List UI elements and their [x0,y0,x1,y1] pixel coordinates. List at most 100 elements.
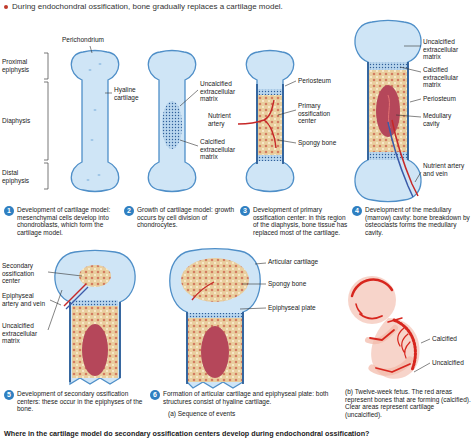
fetus-illustration-part [368,328,410,372]
cartilage-model-stage-1-part-part [89,69,92,71]
step-callout: 2Growth of cartilage model: growth occur… [124,206,236,229]
medullary-cavity-stage-4-part [392,120,418,196]
secondary-ossification-stage-5-part [70,302,120,382]
part-label: Primary ossification center [298,102,344,125]
step-callout: 3Development of primary ossification cen… [240,206,348,236]
secondary-ossification-stage-5-part [79,265,111,287]
medullary-cavity-stage-4-part [376,85,400,137]
step-callout: 5Development of secondary ossification c… [4,390,146,413]
secondary-ossification-stage-5-part [72,306,118,378]
medullary-cavity-stage-4 [355,21,421,202]
part-label: Calcified extracellular matrix [423,66,472,89]
epiphysis-brackets-part [44,82,48,160]
part-label: Spongy bone [268,280,323,288]
secondary-ossification-stage-5-part [55,251,135,385]
part-label: Articular cartilage [268,258,323,266]
callout-number: 2 [124,206,134,216]
part-label: Nutrient artery and vein [423,162,472,177]
fetus-illustration-part-part [370,330,394,340]
fetus-illustration-part-part [394,320,415,370]
part-label: Epiphyseal artery and vein [2,292,50,307]
callout-number: 5 [4,390,14,400]
medullary-cavity-stage-4-part [369,70,407,152]
step-description: Formation of articular cartilage and epi… [163,390,335,405]
part-label: Periosteum [298,77,346,85]
fetus-illustration-part-part [352,280,392,296]
secondary-ossification-stage-5-part [66,287,88,309]
leader-lines-part [278,110,296,115]
part-label: Uncalcified extracellular matrix [200,80,242,103]
step-description: Growth of cartilage model: growth occurs… [137,206,236,229]
step-callout: 1Development of cartilage model: mesench… [4,206,120,236]
part-label: Proximal epiphysis [2,58,42,73]
step-callout: 6Formation of articular cartilage and ep… [150,390,335,405]
part-label: Uncalcified extracellular matrix [2,322,48,345]
callout-number: 1 [4,206,14,216]
secondary-ossification-stage-5-part [82,324,108,376]
leader-lines-part [48,272,82,276]
leader-lines-part [180,140,198,146]
leader-lines-part [242,284,266,285]
question-caption: Where in the cartilage model do secondar… [4,429,369,438]
medullary-cavity-stage-4-part [369,62,407,70]
articular-cartilage-stage-6-part [188,318,242,382]
part-label: Perichondrium [62,36,122,44]
cartilage-model-stage-1-part-part [87,179,90,181]
callout-number: 4 [352,206,362,216]
secondary-ossification-stage-5-part [72,300,118,306]
leader-lines-part [415,172,421,182]
part-label: Diaphysis [2,117,42,125]
leader-lines-part [410,99,421,102]
step-description: Development of cartilage model: mesenchy… [17,206,120,236]
fetus-illustration-part [348,276,420,379]
fetus-illustration-part-part [376,364,410,372]
epiphysis-brackets [44,53,48,189]
leader-lines-part [414,363,430,372]
leader-lines-part [404,46,421,47]
step-description: Development of primary ossification cent… [253,206,348,236]
step-description: Development of the medullary (marrow) ca… [365,206,472,236]
cartilage-model-stage-1-part [71,51,119,192]
fetus-illustration-part-part [356,304,362,314]
cartilage-model-stage-2 [148,51,196,192]
fetus-illustration-part-part [360,314,382,319]
secondary-ossification-stage-5 [55,251,135,385]
articular-cartilage-stage-6 [170,249,261,388]
epiphysis-brackets-part [44,53,48,79]
articular-cartilage-stage-6-part [188,313,242,318]
leader-lines-part [278,140,296,143]
cartilage-model-stage-1-part-part [99,63,102,65]
part-label: Uncalcified [432,359,472,367]
title-bullet [4,5,8,9]
cartilage-model-stage-1-part [87,63,102,181]
fetus-illustration-part-part [372,360,410,372]
leader-lines-part [240,308,266,309]
leader-lines-part [255,263,266,264]
part-label: Nutrient artery [208,112,238,127]
leader-lines-part [396,115,421,117]
primary-ossification-stage-3-part [257,84,283,164]
articular-cartilage-stage-6-part [192,282,214,300]
callout-number: 6 [150,390,160,400]
step-description: Development of secondary ossification ce… [17,390,146,413]
part-label: (a) Sequence of events [168,410,258,418]
primary-ossification-stage-3-part [258,95,282,155]
cartilage-model-stage-2-part [148,51,196,192]
part-label: Hyaline cartilage [114,86,146,101]
leader-lines-part [50,300,61,305]
leader-lines-part [421,339,430,343]
epiphysis-brackets-part [44,163,48,189]
part-label: Medullary cavity [423,112,463,127]
figure-title: During endochondral ossification, bone g… [12,2,283,12]
step-callout: 4Development of the medullary (marrow) c… [352,206,472,236]
medullary-cavity-stage-4-part [368,62,408,160]
fetus-illustration-part-part [368,328,395,341]
part-label: Uncalcified extracellular matrix [423,38,472,61]
articular-cartilage-stage-6-part [187,312,243,384]
articular-cartilage-stage-6-part [170,249,261,388]
leader-lines-part [48,290,62,330]
leader-lines-part [285,81,296,86]
medullary-cavity-stage-4-part [355,21,421,202]
primary-ossification-stage-3-part [258,155,282,161]
